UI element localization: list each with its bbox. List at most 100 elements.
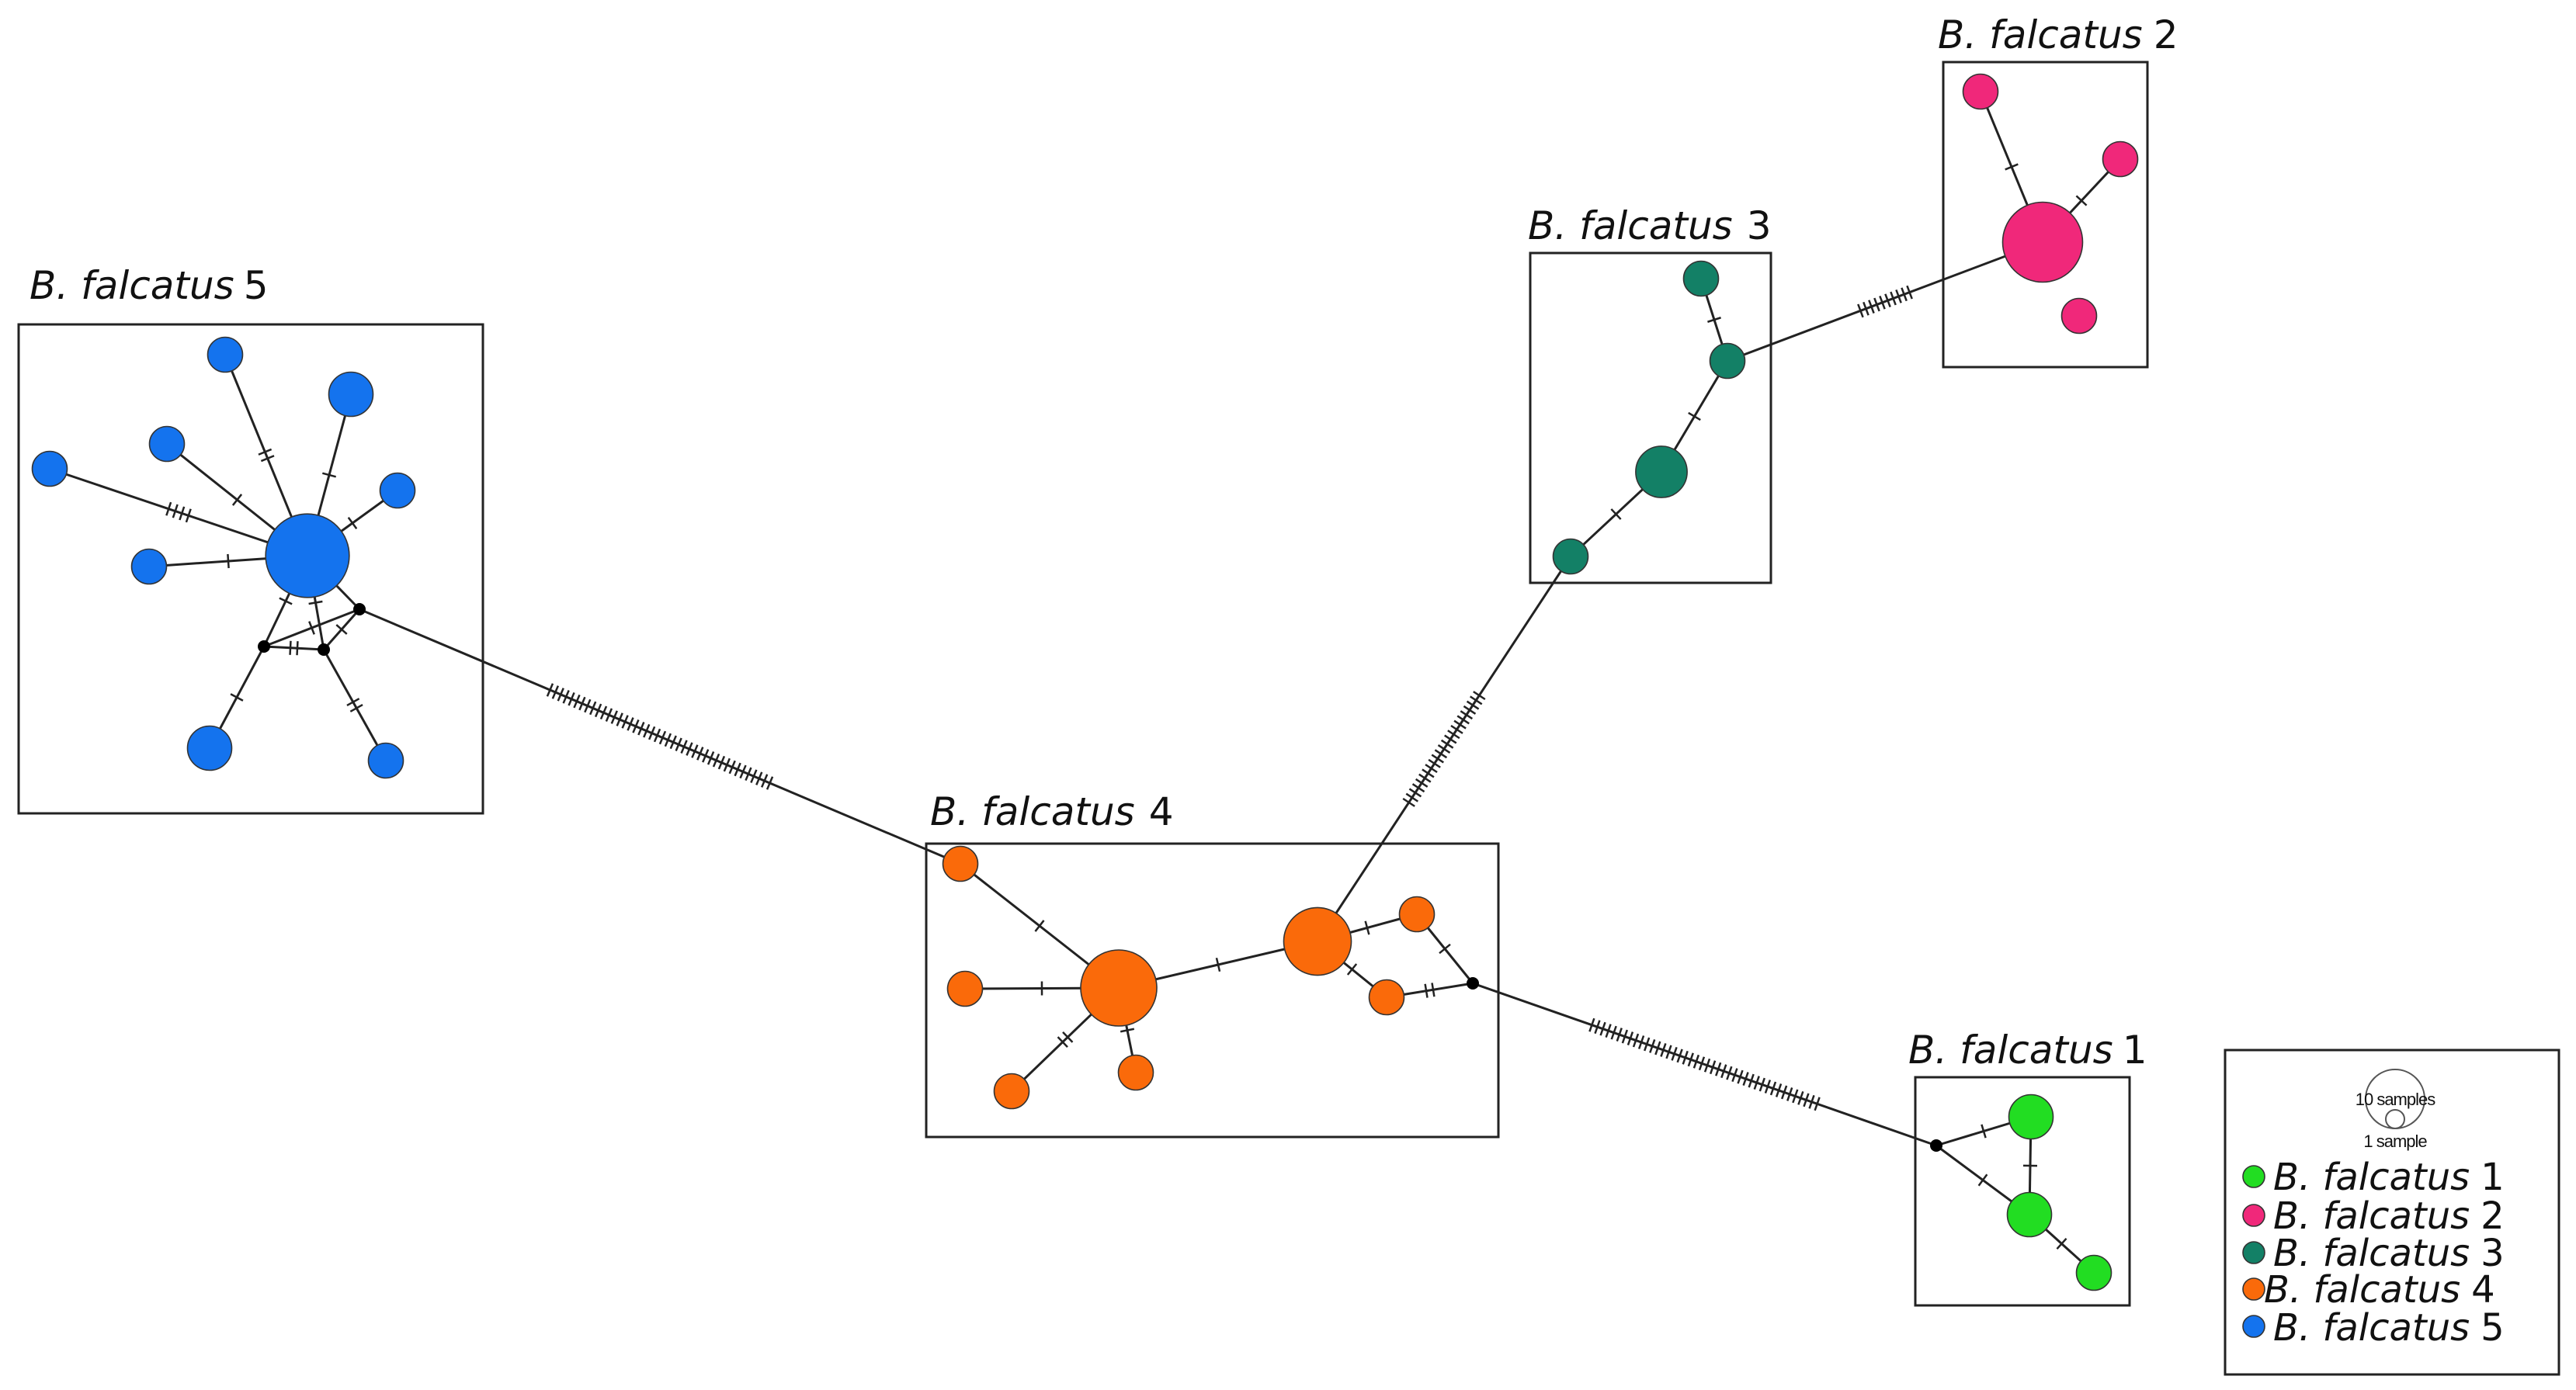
haplotype-node-h2a (2001, 201, 2084, 283)
haplotype-node-h4b (1283, 906, 1352, 976)
mutation-mark (1632, 1033, 1640, 1048)
edge-line (359, 608, 961, 865)
haplotype-node-h5h (186, 725, 233, 771)
haplotype-node-h1c (2075, 1254, 2113, 1291)
mutation-mark (172, 504, 179, 518)
group-box-5 (17, 323, 484, 815)
mutation-mark (562, 690, 570, 704)
legend-scale-large-label: 10 samples (2356, 1090, 2436, 1109)
mutation-mark (1707, 317, 1721, 323)
mutation-mark (1868, 300, 1875, 314)
mutation-mark (1588, 1017, 1595, 1032)
haplotype-node-h5b (207, 336, 244, 373)
mutation-mark (557, 688, 564, 702)
mutation-mark (745, 767, 752, 782)
mutation-mark (2075, 195, 2088, 206)
mutation-mark (766, 776, 774, 790)
mutation-mark (1456, 715, 1470, 725)
mutation-mark (669, 735, 677, 750)
mutation-mark (589, 701, 597, 716)
legend-swatch-4 (2242, 1277, 2265, 1301)
mutation-mark (1594, 1020, 1601, 1035)
mutation-mark (664, 733, 672, 747)
mutation-mark (1764, 1080, 1772, 1094)
mutation-mark (653, 728, 661, 743)
mutation-mark (1726, 1066, 1733, 1080)
mutation-mark (1780, 1085, 1788, 1100)
mutation-mark (568, 692, 575, 706)
mutation-mark (647, 726, 656, 740)
legend-swatch-1 (2242, 1165, 2265, 1188)
mutation-mark (349, 703, 363, 712)
mutation-mark (1660, 1043, 1667, 1057)
legend-box (2224, 1049, 2560, 1376)
mutation-mark (1737, 1069, 1744, 1084)
haplotype-node-h4h (1368, 979, 1405, 1016)
haplotype-node-h4f (1117, 1054, 1154, 1091)
mutation-mark (346, 698, 360, 707)
edge-m5a-m5b (263, 640, 325, 656)
mutation-mark (1676, 1049, 1683, 1063)
mutation-mark (1775, 1083, 1783, 1097)
mutation-mark (1346, 963, 1358, 976)
haplotype-node-h2c (2102, 140, 2139, 178)
mutation-mark (1215, 957, 1221, 972)
mutation-mark (1424, 983, 1429, 998)
mutation-mark (632, 719, 640, 733)
edges-layer (49, 91, 2122, 1274)
legend-swatch-2 (2242, 1204, 2265, 1227)
mutation-mark (1720, 1064, 1727, 1079)
legend-swatch-3 (2242, 1241, 2265, 1264)
haplotype-node-h1b (2006, 1191, 2053, 1238)
mutation-mark (335, 624, 348, 635)
mutation-mark (1463, 705, 1477, 715)
edge-m5a-m5c (263, 608, 360, 648)
edge-h5a-h5f (49, 467, 308, 557)
legend-scale-small-circle (2385, 1109, 2405, 1129)
mutation-mark (1792, 1089, 1799, 1104)
mutation-mark (706, 751, 715, 765)
mutation-mark (1977, 1173, 1988, 1187)
mutation-mark (1884, 293, 1891, 308)
mutation-mark (696, 747, 704, 761)
mutation-mark (1616, 1028, 1623, 1042)
mutation-mark (691, 744, 699, 758)
mutation-mark (1742, 1072, 1749, 1086)
mutation-mark (1808, 1094, 1815, 1109)
mutation-mark (1665, 1045, 1672, 1059)
mutation-mark (1405, 792, 1419, 802)
mutation-mark (1654, 1041, 1661, 1055)
mutation-mark (1599, 1021, 1606, 1036)
haplotype-node-h5c (328, 371, 374, 418)
edge-line (322, 649, 387, 761)
mutation-mark (1469, 695, 1483, 705)
mutation-mark (627, 717, 634, 731)
haplotype-node-h5f (31, 450, 68, 487)
mutation-mark (231, 494, 243, 506)
mutation-mark (1447, 730, 1460, 740)
mutation-mark (1786, 1087, 1793, 1101)
haplotype-node-h5i (367, 742, 404, 779)
mutation-mark (1621, 1029, 1629, 1044)
mutation-mark (1434, 749, 1448, 759)
mutation-mark (185, 508, 192, 523)
mutation-mark (227, 553, 230, 569)
mutation-mark (1731, 1068, 1738, 1083)
mutation-mark (347, 516, 358, 530)
mutation-mark (1857, 303, 1864, 318)
mutation-mark (734, 762, 741, 777)
mutation-mark (599, 705, 608, 720)
mutation-mark (289, 640, 292, 655)
mutation-mark (1425, 764, 1438, 774)
mutation-mark (551, 685, 560, 699)
mutation-mark (728, 760, 736, 775)
